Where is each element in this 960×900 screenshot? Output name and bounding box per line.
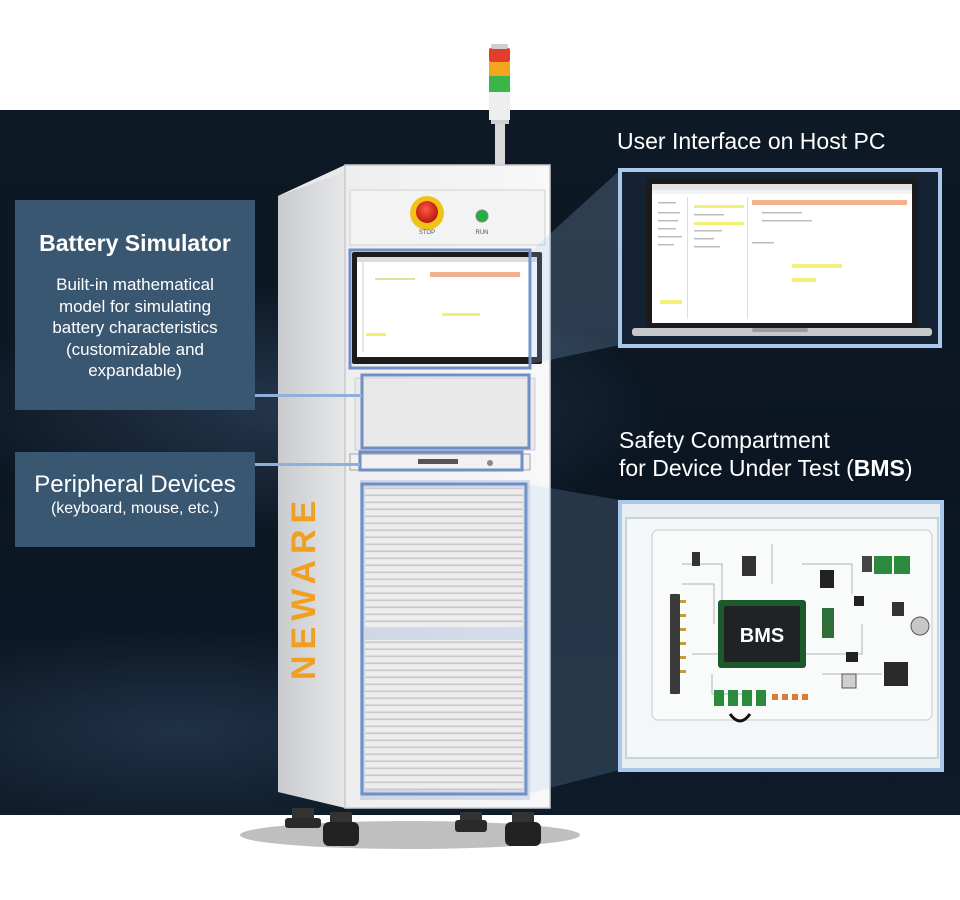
description-line: model for simulating [58, 296, 212, 316]
user-interface-text: User Interface on Host PC [617, 128, 886, 154]
description-line: (customizable and [66, 339, 204, 359]
signal-tower-icon [489, 44, 510, 172]
stop-text: STOP [419, 230, 435, 236]
safety-compartment-label: Safety Compartment for Device Under Test… [619, 426, 913, 482]
brand-logo: NEWARE [285, 495, 323, 680]
peripheral-devices-callout: Peripheral Devices (keyboard, mouse, etc… [15, 452, 255, 547]
description-line: expandable) [88, 361, 182, 380]
peripheral-devices-description: (keyboard, mouse, etc.) [50, 500, 220, 517]
description-line: Built-in mathematical [56, 275, 214, 294]
host-pc-laptop-panel [618, 168, 942, 348]
description-line: battery characteristics [52, 318, 218, 337]
battery-simulator-callout: Battery Simulator Built-in mathematical … [15, 200, 255, 410]
bms-compartment-panel: BMS [618, 500, 944, 772]
safety-line-2-suffix: ) [904, 455, 913, 481]
battery-simulator-title: Battery Simulator [39, 230, 231, 256]
bms-chip-label: BMS [740, 625, 784, 647]
peripheral-connector-line [255, 463, 360, 466]
run-text: RUN [476, 230, 489, 236]
peripheral-devices-title: Peripheral Devices [34, 471, 236, 498]
bms-board-image: BMS [622, 504, 940, 768]
safety-line-1: Safety Compartment [619, 427, 830, 453]
user-interface-label: User Interface on Host PC [617, 127, 885, 155]
laptop-image [622, 172, 938, 344]
safety-line-2: for Device Under Test (BMS) [619, 454, 913, 482]
battery-simulator-description: Built-in mathematical model for simulati… [31, 274, 239, 382]
safety-line-2-prefix: for Device Under Test ( [619, 455, 854, 481]
battery-connector-line [255, 394, 362, 397]
bms-emphasis: BMS [853, 455, 905, 481]
